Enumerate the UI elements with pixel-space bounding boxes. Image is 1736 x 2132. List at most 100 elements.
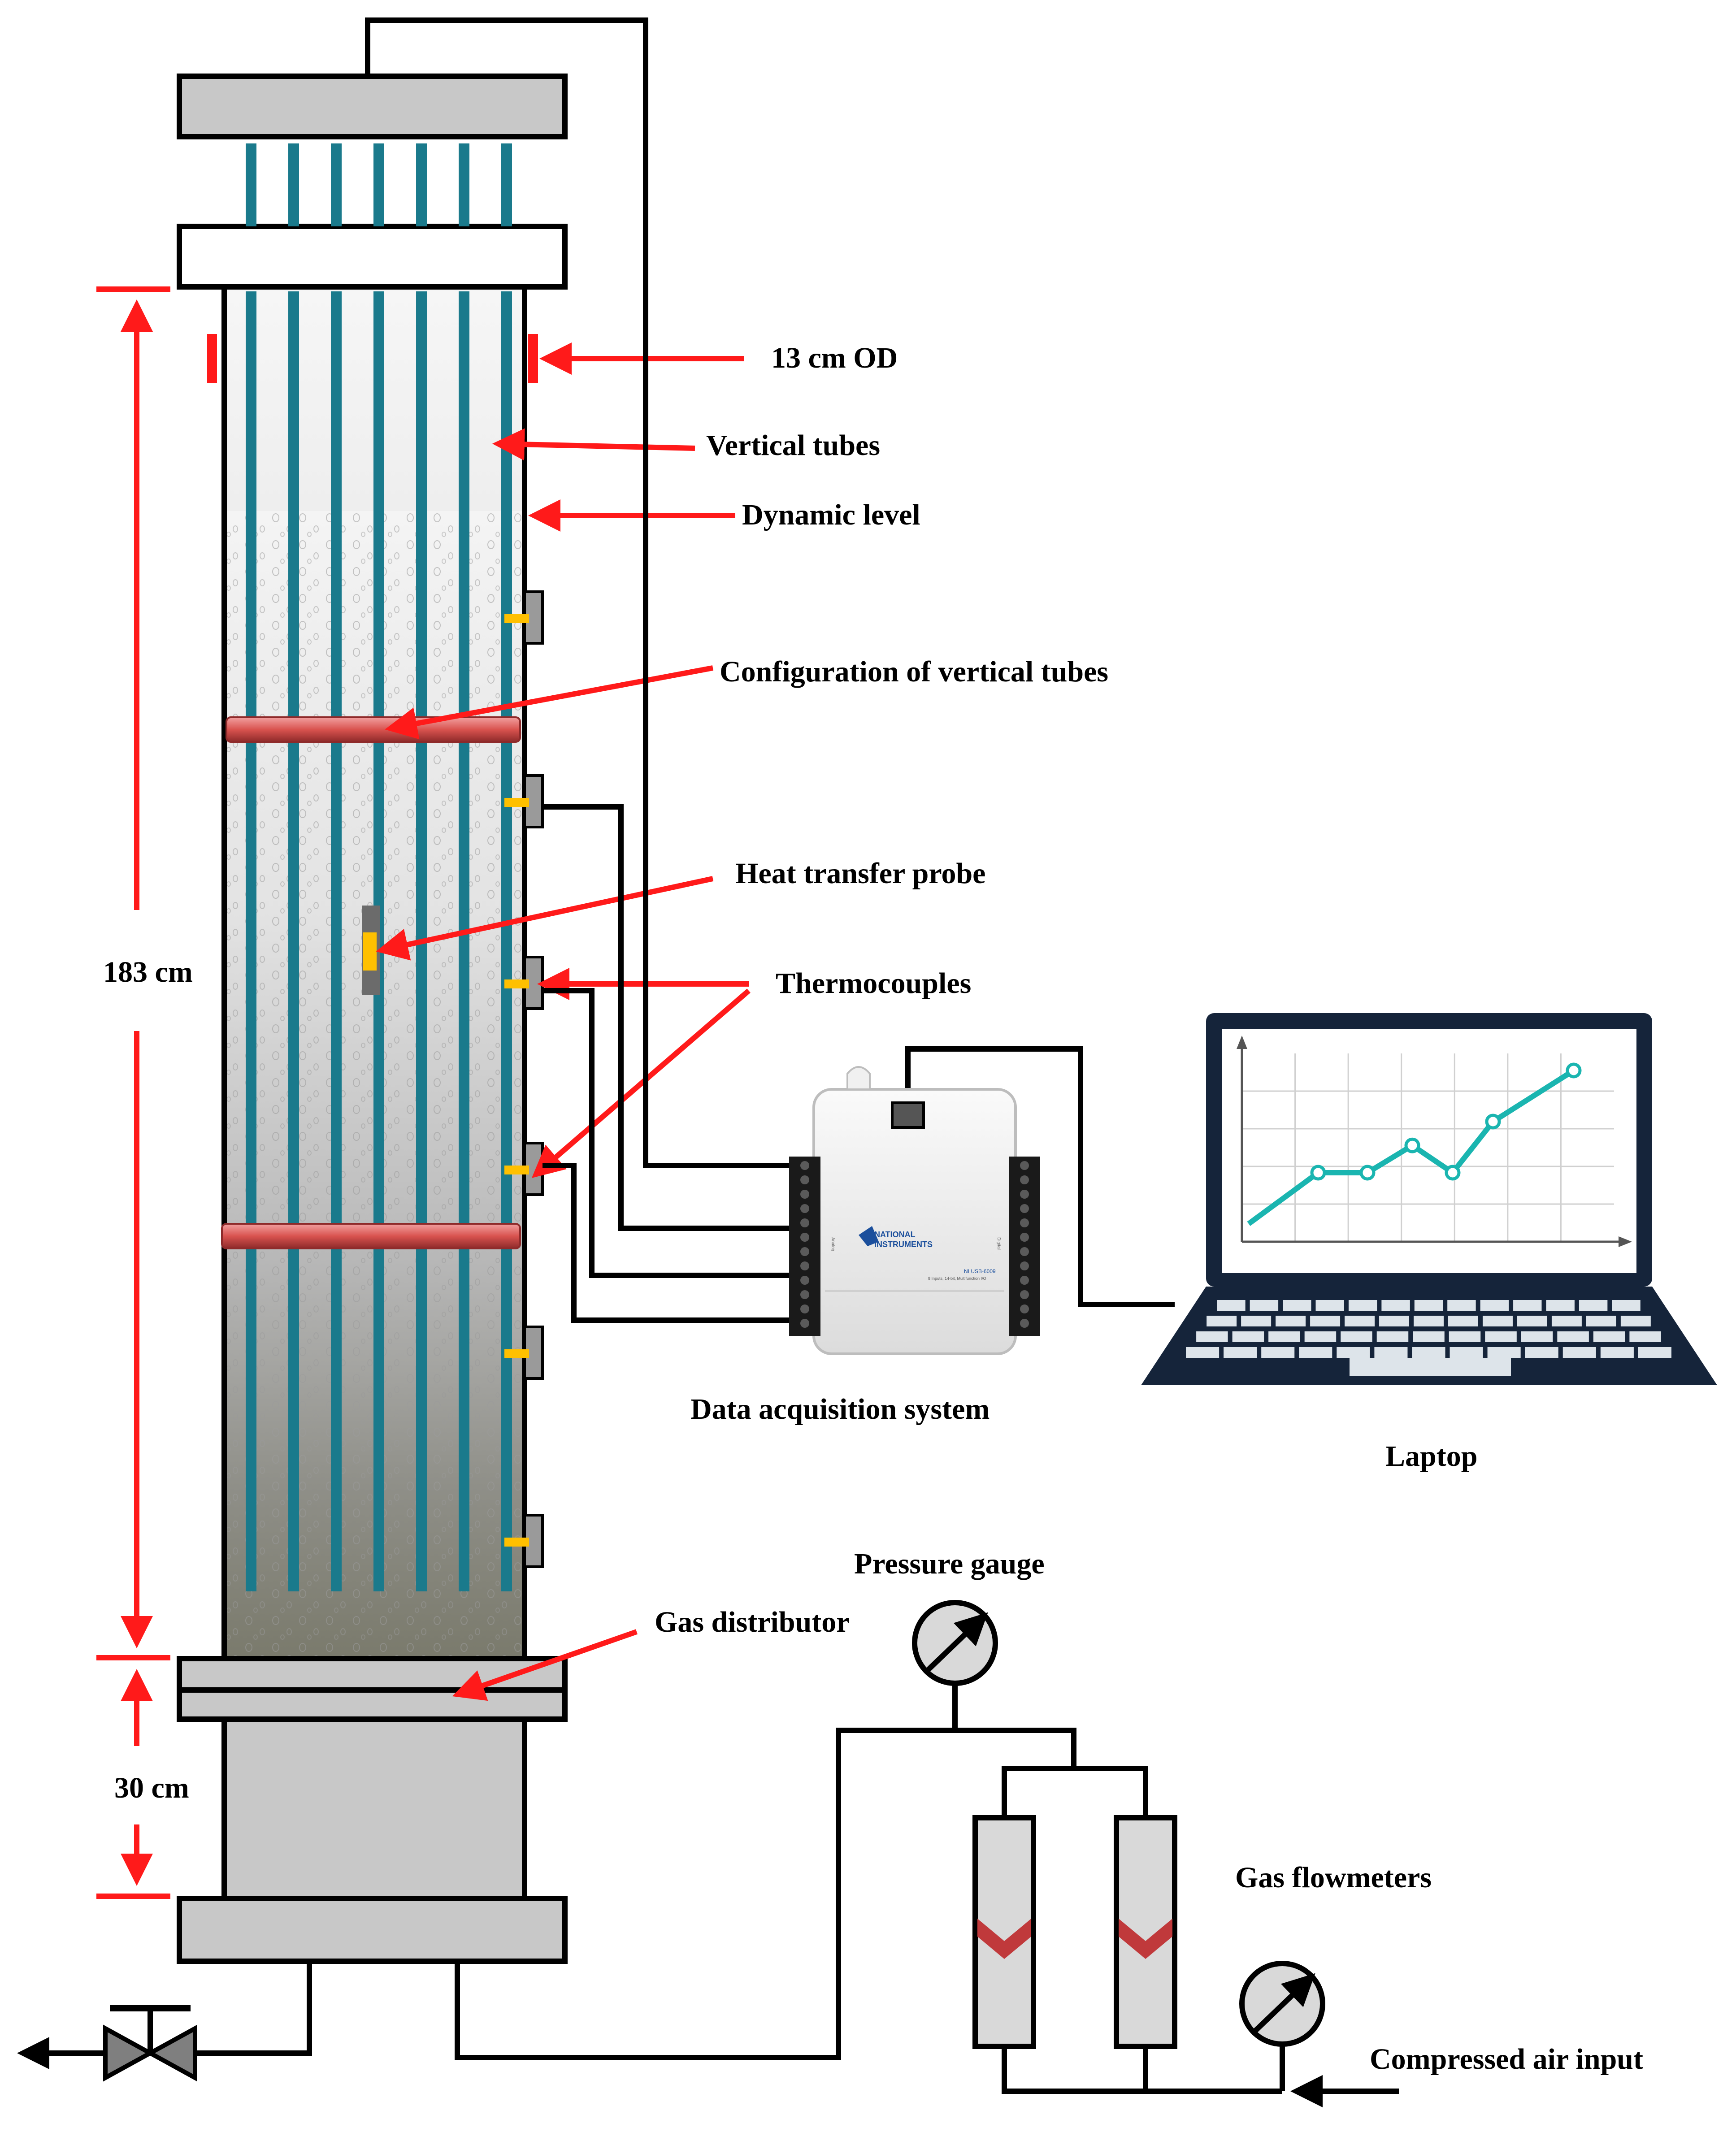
vertical-tube-6 <box>459 291 469 1591</box>
keyboard-key <box>1485 1331 1517 1342</box>
thermocouple-tip-1 <box>504 614 529 623</box>
daq-screw-right <box>1020 1304 1029 1313</box>
inlet-pressure-gauge-icon <box>1239 1961 1325 2047</box>
od-marker-right <box>528 334 538 383</box>
keyboard-key <box>1310 1316 1341 1326</box>
daq-screw-left <box>800 1276 809 1285</box>
keyboard-key <box>1448 1316 1478 1326</box>
heat-probe-arrow <box>376 876 714 961</box>
keyboard-key <box>1374 1347 1408 1358</box>
keyboard-key <box>1379 1316 1410 1326</box>
label-gas-distributor: Gas distributor <box>655 1606 850 1638</box>
thermocouple-arrow-2 <box>531 988 751 1178</box>
float-indicator-icon <box>977 1919 1031 1959</box>
keyboard-key <box>1546 1300 1575 1311</box>
daq-screw-left <box>800 1161 809 1170</box>
thermocouple-port-1 <box>523 590 544 645</box>
keyboard-key <box>1593 1331 1625 1342</box>
keyboard-key <box>1414 1300 1443 1311</box>
keyboard-key <box>1348 1300 1377 1311</box>
daq-screw-right <box>1020 1204 1029 1213</box>
keyboard-key <box>1413 1331 1445 1342</box>
keyboard-key <box>1447 1300 1476 1311</box>
keyboard-key <box>1341 1331 1372 1342</box>
keyboard-key <box>1376 1331 1409 1342</box>
keyboard-key <box>1482 1316 1513 1326</box>
heat-transfer-probe-element <box>363 932 377 971</box>
ni-logo-icon <box>859 1226 879 1246</box>
chart-point <box>1566 1062 1582 1079</box>
keyboard-key <box>1261 1347 1295 1358</box>
keyboard-key <box>1517 1316 1547 1326</box>
tube-configuration-plate-upper <box>226 716 521 743</box>
float-indicator-icon <box>1119 1919 1172 1959</box>
keyboard-key <box>1304 1331 1337 1342</box>
keyboard-key <box>1557 1331 1589 1342</box>
keyboard-key <box>1629 1331 1661 1342</box>
keyboard-key <box>1586 1316 1616 1326</box>
keyboard-key <box>1196 1331 1228 1342</box>
gas-supply-line <box>17 1677 1399 2107</box>
label-13cm-od: 13 cm OD <box>771 342 898 374</box>
daq-left-tag: Analog <box>830 1237 835 1251</box>
keyboard-key <box>1414 1316 1444 1326</box>
daq-right-tag: Digital <box>996 1237 1001 1250</box>
daq-screw-left <box>800 1319 809 1328</box>
daq-screw-left <box>800 1218 809 1227</box>
keyboard-key <box>1521 1331 1553 1342</box>
gas-flowmeter-2 <box>1114 1815 1177 2049</box>
daq-terminal-screws <box>800 1161 1029 1328</box>
daq-screw-right <box>1020 1190 1029 1199</box>
label-daq: Data acquisition system <box>690 1393 990 1426</box>
keyboard-key <box>1525 1347 1558 1358</box>
daq-screw-left <box>800 1261 809 1270</box>
upper-column-flange <box>177 224 568 290</box>
thermocouple-tip-3 <box>504 979 529 988</box>
vertical-tube-3 <box>331 291 342 1591</box>
keyboard-key <box>1513 1300 1542 1311</box>
dimension-183cm: 183 cm <box>96 286 193 1660</box>
daq-screw-right <box>1020 1290 1029 1299</box>
keyboard-key <box>1283 1300 1311 1311</box>
keyboard-key <box>1268 1331 1300 1342</box>
keyboard-key <box>1381 1300 1410 1311</box>
label-gas-flowmeters: Gas flowmeters <box>1235 1861 1432 1894</box>
label-configuration: Configuration of vertical tubes <box>720 655 1108 688</box>
daq-brand-line2: INSTRUMENTS <box>874 1240 933 1249</box>
daq-screw-left <box>800 1175 809 1184</box>
bottom-flange <box>177 1896 568 1964</box>
daq-brand-line1: NATIONAL <box>874 1230 916 1239</box>
gas-distributor-arrow <box>452 1629 638 1701</box>
keyboard-key <box>1480 1300 1509 1311</box>
keyboard-key <box>1579 1300 1608 1311</box>
chart-point <box>1445 1165 1461 1181</box>
daq-model: NI USB-6009 <box>964 1268 996 1274</box>
keyboard-key <box>1551 1316 1582 1326</box>
pressure-gauge-icon <box>912 1600 998 1686</box>
daq-usb-port <box>891 1101 925 1129</box>
data-acquisition-device: NATIONAL INSTRUMENTS NI USB-6009 8 Input… <box>789 1066 1040 1355</box>
laptop <box>1141 1013 1717 1385</box>
vertical-tube-top-1 <box>246 143 256 226</box>
daq-screw-left <box>800 1290 809 1299</box>
chart-point <box>1485 1114 1501 1130</box>
daq-screw-left <box>800 1304 809 1313</box>
keyboard-key <box>1315 1300 1344 1311</box>
keyboard-key <box>1186 1347 1220 1358</box>
keyboard-key <box>1620 1316 1651 1326</box>
daq-screw-right <box>1020 1319 1029 1328</box>
height-183-label: 183 cm <box>103 956 193 988</box>
chart-point <box>1359 1165 1376 1181</box>
vertical-tube-top-6 <box>459 143 469 226</box>
label-heat-probe: Heat transfer probe <box>735 857 985 890</box>
vertical-tube-top-2 <box>288 143 299 226</box>
chart-y-axis-arrow-icon <box>1237 1036 1247 1049</box>
gas-flowmeter-1 <box>972 1815 1036 2049</box>
gas-distributor-plate-bottom <box>177 1687 568 1722</box>
label-vertical-tubes: Vertical tubes <box>706 429 880 462</box>
daq-screw-left <box>800 1190 809 1199</box>
daq-screw-right <box>1020 1261 1029 1270</box>
keyboard-key <box>1449 1331 1481 1342</box>
label-pressure-gauge: Pressure gauge <box>854 1547 1045 1580</box>
